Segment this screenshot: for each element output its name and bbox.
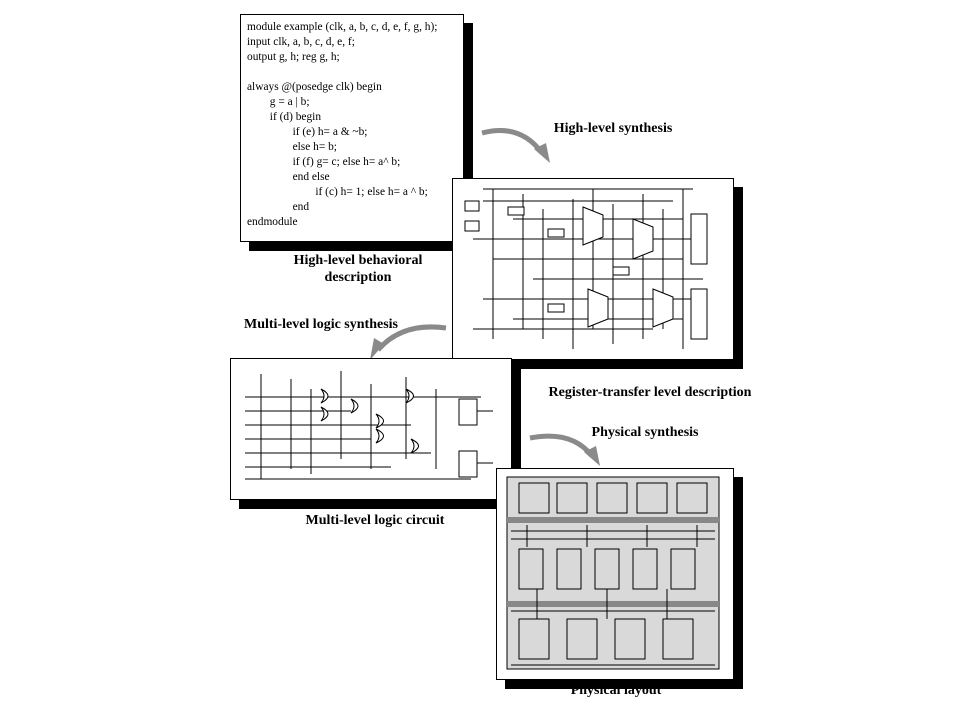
caption-behavioral: High-level behavioral description [293,253,423,285]
code-line: module example (clk, a, b, c, d, e, f, g… [247,21,438,33]
arrow-high-level-synthesis [481,128,550,163]
code-line [247,65,437,80]
physical-layout-panel [496,468,734,680]
caption-physical-synthesis: Physical synthesis [591,425,699,440]
caption-high-level-synthesis: High-level synthesis [553,121,673,136]
behavioral-code-panel: module example (clk, a, b, c, d, e, f, g… [240,14,464,242]
caption-physical-layout: Physical layout [570,683,662,698]
caption-logic-circuit: Multi-level logic circuit [305,513,445,528]
code-line: if (c) h= 1; else h= a ^ b; [247,186,428,198]
code-line: end [247,201,310,213]
caption-multi-level-synthesis: Multi-level logic synthesis [244,317,398,332]
layout-drawing [506,476,720,670]
rtl-panel [452,178,734,360]
arrow-multi-level-synthesis [370,324,447,360]
logic-schematic [245,371,493,480]
caption-rtl: Register-transfer level description [548,385,752,400]
code-line: if (f) g= c; else h= a^ b; [247,156,401,168]
logic-circuit-panel [230,358,512,500]
code-line: input clk, a, b, c, d, e, f; [247,36,355,48]
code-line: else h= b; [247,141,337,153]
code-line: if (e) h= a & ~b; [247,126,368,138]
code-line: g = a | b; [247,96,310,108]
code-line: output g, h; reg g, h; [247,51,340,63]
code-line: end else [247,171,330,183]
code-line: endmodule [247,216,298,228]
arrow-physical-synthesis [529,433,600,466]
rtl-schematic [464,188,708,349]
code-line: always @(posedge clk) begin [247,81,382,93]
code-line: if (d) begin [247,111,322,123]
verilog-code: module example (clk, a, b, c, d, e, f, g… [247,20,437,230]
